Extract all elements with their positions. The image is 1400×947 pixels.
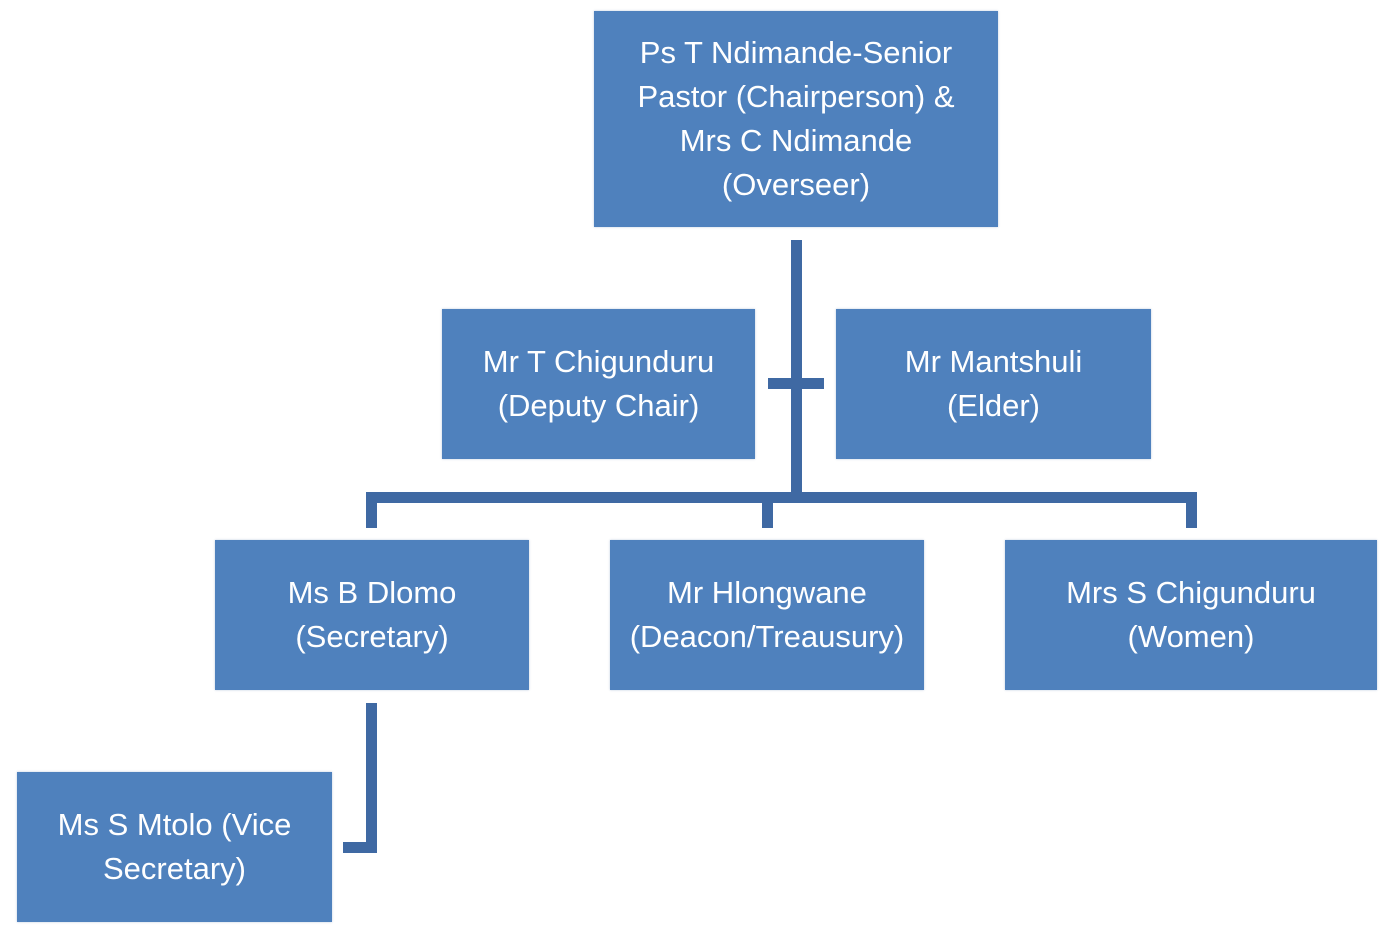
connector-vice-secretary-vertical [366,703,377,853]
connector-secretary-drop [366,492,377,528]
node-deputy-chair-name: Mr T Chigunduru [482,344,715,379]
node-women-role: (Women) [1127,619,1255,654]
node-vice-secretary-line-2: Secretary) [103,851,246,886]
connector-treasury-drop [762,492,773,528]
node-elder[interactable]: Mr Mantshuli (Elder) [836,309,1151,459]
node-chairperson-line-3: Mrs C Ndimande [679,123,913,158]
node-vice-secretary-line-1: Ms S Mtolo (Vice [57,807,292,842]
node-chairperson-line-1: Ps T Ndimande-Senior [639,35,953,70]
node-treasury[interactable]: Mr Hlongwane (Deacon/Treausury) [610,540,924,690]
connector-level2-bar [366,492,1197,503]
node-secretary-name: Ms B Dlomo [287,575,457,610]
node-elder-role: (Elder) [946,388,1040,423]
node-chairperson-line-2: Pastor (Chairperson) & [637,79,955,114]
node-women[interactable]: Mrs S Chigunduru (Women) [1005,540,1377,690]
node-deputy-chair-role: (Deputy Chair) [497,388,700,423]
node-treasury-name: Mr Hlongwane [667,575,867,610]
connector-assistants-bar [768,378,824,389]
node-women-name: Mrs S Chigunduru [1066,575,1316,610]
connector-chair-trunk [791,240,802,500]
node-deputy-chair[interactable]: Mr T Chigunduru (Deputy Chair) [442,309,755,459]
node-chairperson[interactable]: Ps T Ndimande-Senior Pastor (Chairperson… [594,11,998,227]
node-vice-secretary[interactable]: Ms S Mtolo (Vice Secretary) [17,772,332,922]
node-elder-name: Mr Mantshuli [904,344,1083,379]
node-chairperson-line-4: (Overseer) [721,167,871,202]
connector-women-drop [1186,492,1197,528]
node-treasury-role: (Deacon/Treausury) [629,619,905,654]
connector-vice-secretary-horizontal [343,842,377,853]
node-secretary[interactable]: Ms B Dlomo (Secretary) [215,540,529,690]
node-secretary-role: (Secretary) [295,619,449,654]
